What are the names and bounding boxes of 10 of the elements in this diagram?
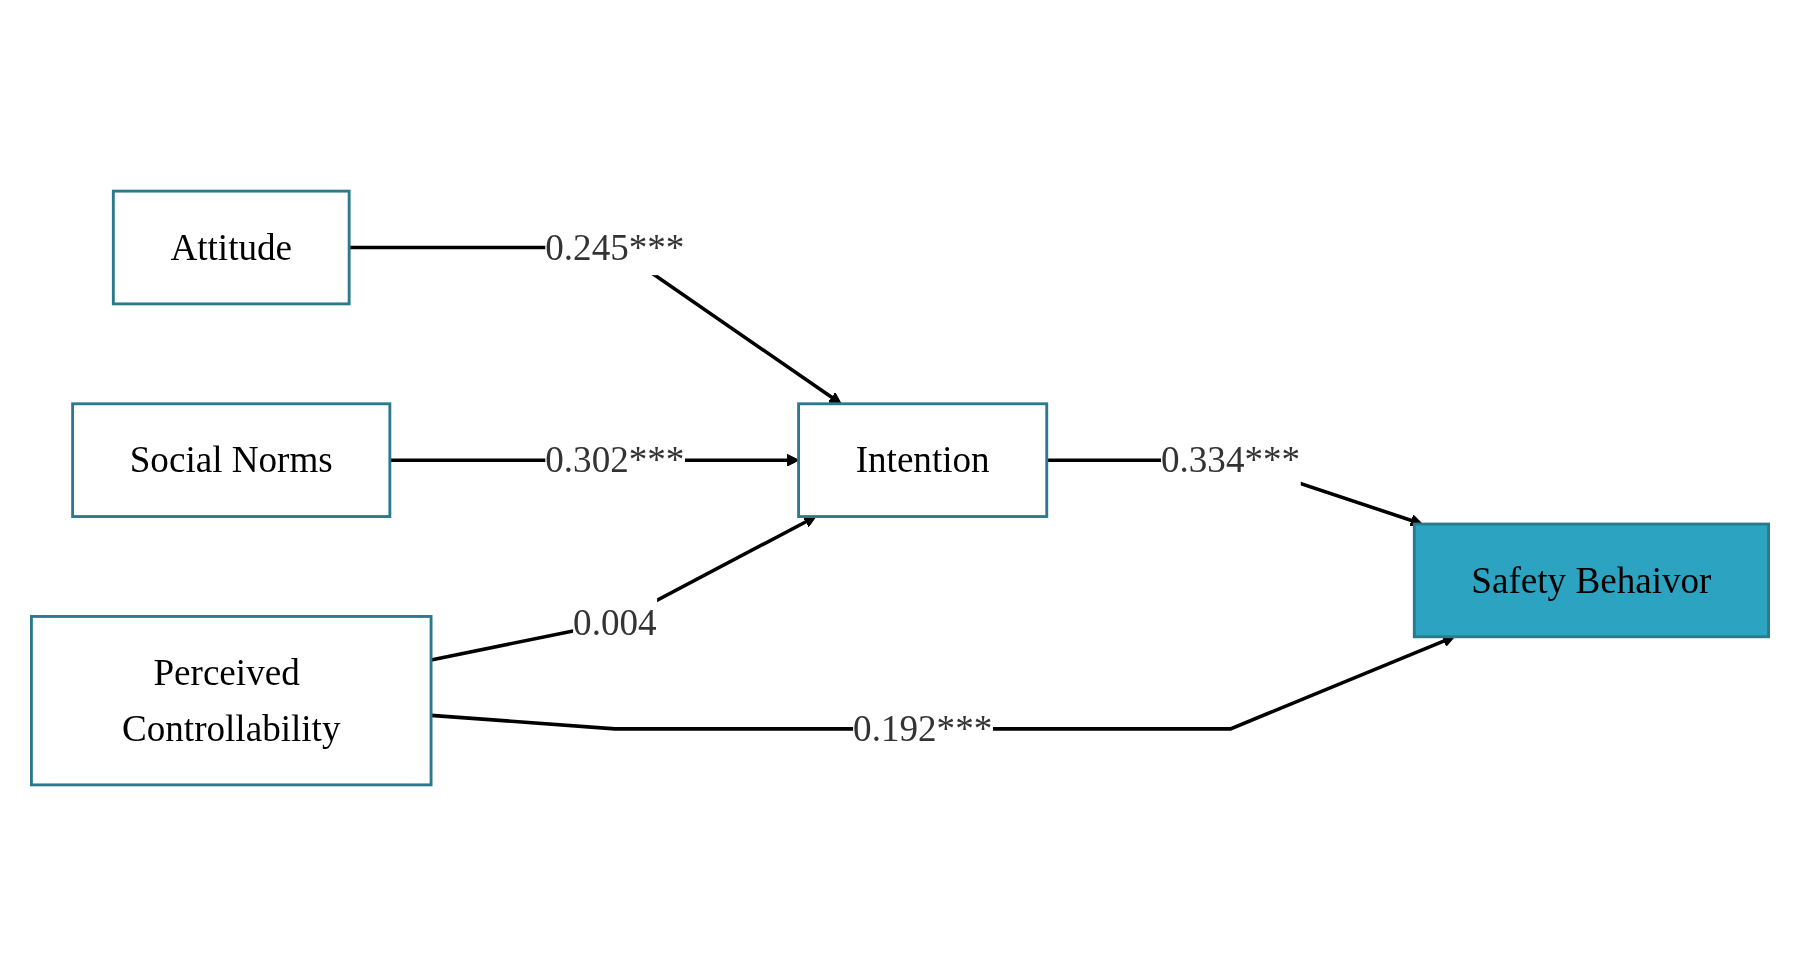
edge-label: 0.004 [572, 601, 657, 643]
edge-label: 0.192*** [852, 707, 992, 750]
node-box: Social Norms [70, 401, 391, 518]
node-box: Intention [796, 401, 1048, 518]
node-box: Attitude [111, 189, 351, 305]
edge-label: 0.302*** [544, 438, 684, 481]
node-box: Safety Behaivor [1412, 522, 1770, 638]
node-box: Perceived Controllability [29, 614, 432, 786]
edge-label: 0.334*** [1160, 438, 1300, 481]
edge-label: 0.245*** [544, 226, 684, 268]
